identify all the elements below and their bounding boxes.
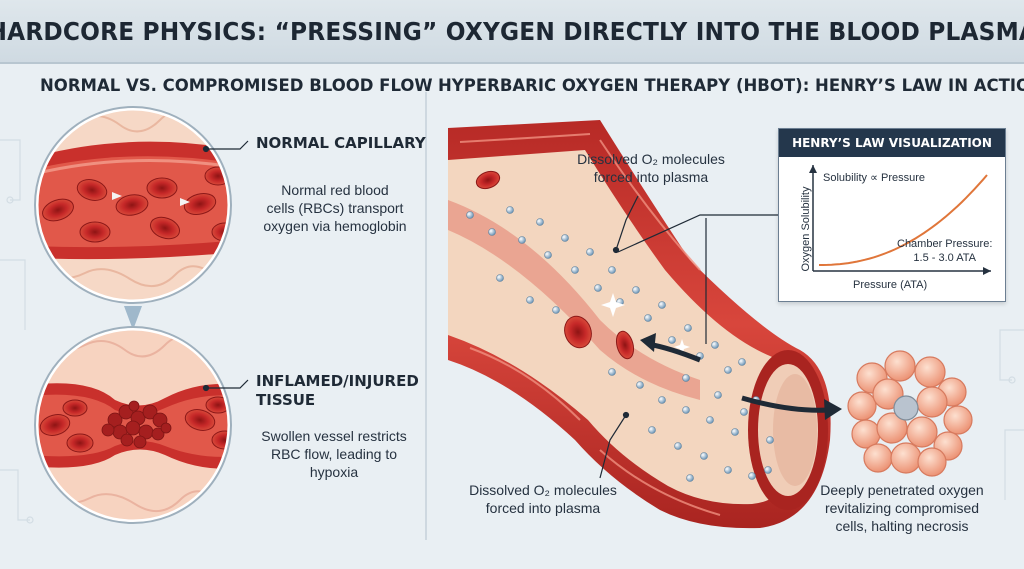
label-line: forced into plasma (593, 169, 709, 185)
penetrated-oxygen-label: Deeply penetrated oxygen revitalizing co… (812, 481, 992, 535)
normal-capillary-title: NORMAL CAPILLARY (256, 134, 426, 152)
connector-arrow (124, 306, 142, 330)
label-line: revitalizing compromised (824, 500, 980, 516)
label-line: forced into plasma (485, 500, 601, 516)
henry-law-title: HENRY’S LAW VISUALIZATION (779, 129, 1005, 157)
label-line: Dissolved O₂ molecules (469, 482, 617, 498)
henry-law-annotation: Chamber Pressure: 1.5 - 3.0 ATA (897, 237, 992, 265)
title-banner: HARDCORE PHYSICS: “PRESSING” OXYGEN DIRE… (0, 0, 1024, 64)
leader-lines-right (599, 195, 788, 479)
cell-nucleus (893, 395, 919, 421)
arrow-icon (112, 192, 190, 206)
label-line: Dissolved O₂ molecules (577, 151, 725, 167)
title-line: INFLAMED/INJURED (256, 372, 419, 390)
description-line: RBC flow, leading to (270, 446, 398, 462)
inflamed-tissue-title: INFLAMED/INJURED TISSUE (256, 372, 419, 410)
henry-law-relation: Solubility ∝ Pressure (823, 172, 926, 184)
arrow-icon (741, 395, 842, 420)
hbot-vessel-illustration (448, 120, 842, 529)
background-decoration (0, 139, 1024, 524)
label-line: Deeply penetrated oxygen (820, 482, 984, 498)
oxygen-molecule-icon (466, 206, 774, 482)
arrow-icon (640, 333, 701, 363)
dissolved-o2-label-bottom: Dissolved O₂ molecules forced into plasm… (458, 481, 628, 517)
tissue-cell-icon (847, 350, 973, 477)
description-line: Normal red blood (281, 182, 389, 198)
inflamed-tissue-illustration (34, 326, 232, 524)
x-axis-arrow (983, 267, 991, 275)
henry-law-xlabel: Pressure (ATA) (853, 279, 928, 291)
sparkle-icon (601, 293, 690, 355)
normal-capillary-illustration (34, 106, 232, 304)
right-panel-heading: HYPERBARIC OXYGEN THERAPY (HBOT): HENRY’… (438, 76, 1024, 95)
description-line: Swollen vessel restricts (261, 428, 407, 444)
rbc-icon (475, 170, 635, 360)
description-line: cells (RBCs) transport (266, 200, 404, 216)
left-panel-heading: NORMAL VS. COMPROMISED BLOOD FLOW (40, 76, 433, 95)
normal-capillary-description: Normal red blood cells (RBCs) transport … (250, 181, 420, 235)
annotation-line: 1.5 - 3.0 ATA (913, 252, 976, 264)
description-line: oxygen via hemoglobin (263, 218, 407, 234)
inflamed-tissue-description: Swollen vessel restricts RBC flow, leadi… (244, 427, 424, 481)
henry-law-chart: HENRY’S LAW VISUALIZATION Solubility ∝ P… (778, 128, 1006, 302)
description-line: hypoxia (309, 464, 359, 480)
henry-law-ylabel: Oxygen Solubility (800, 186, 812, 272)
title-line: TISSUE (256, 391, 316, 409)
y-axis-arrow (809, 165, 817, 173)
label-line: cells, halting necrosis (835, 518, 969, 534)
rbc-icon (39, 396, 229, 453)
leader-lines-left (202, 140, 249, 392)
solubility-curve (819, 174, 988, 266)
page-title: HARDCORE PHYSICS: “PRESSING” OXYGEN DIRE… (0, 16, 1024, 46)
annotation-line: Chamber Pressure: (897, 238, 993, 250)
henry-law-plot (809, 165, 991, 275)
dissolved-o2-label-top: Dissolved O₂ molecules forced into plasm… (566, 150, 736, 186)
rbc-clump (101, 400, 172, 449)
